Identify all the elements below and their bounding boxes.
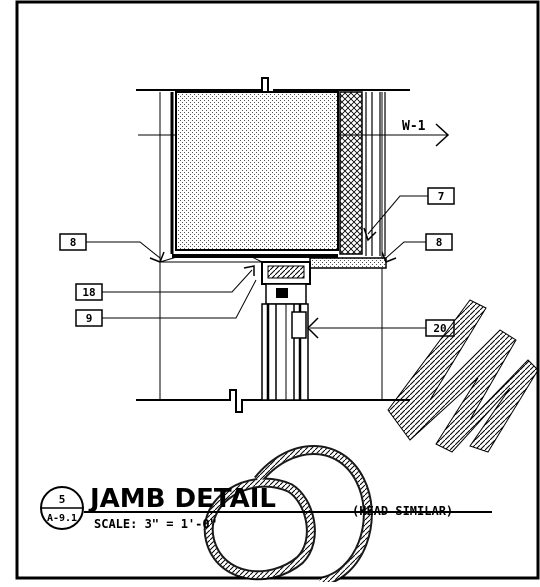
- keynote-8-left: 8: [59, 233, 165, 263]
- masonry-wall: [175, 91, 339, 251]
- wall-type-tag: W-1: [340, 119, 450, 147]
- wall-type-label: W-1: [402, 119, 426, 134]
- bottom-break-line: [136, 389, 410, 413]
- keynote-7: 7: [363, 187, 455, 242]
- keynote-8-right: 8: [381, 233, 453, 263]
- keynote-9-label: 9: [86, 312, 93, 325]
- glazing-stop: [291, 311, 307, 339]
- scale-text: SCALE: 3" = 1'-0": [94, 517, 217, 531]
- keynote-18-label: 18: [82, 286, 95, 299]
- detail-title: JAMB DETAIL: [88, 484, 276, 514]
- flashing: [172, 254, 338, 258]
- window-mullion: [261, 303, 309, 401]
- keynote-18: 18: [75, 265, 255, 301]
- glazing-gasket: [276, 288, 288, 298]
- keynote-20-label: 20: [433, 322, 446, 335]
- sheet-border: [15, 0, 540, 580]
- keynote-8-left-label: 8: [70, 236, 77, 249]
- trim-board: [309, 257, 387, 269]
- detail-title-block: 5 A-9.1 JAMB DETAIL (HEAD SIMILAR) SCALE…: [40, 484, 492, 531]
- keynote-7-label: 7: [438, 190, 445, 203]
- detail-number: 5: [59, 493, 66, 506]
- keynote-9: 9: [75, 279, 257, 327]
- watermark-logo: [203, 299, 539, 587]
- insulation-layer: [339, 91, 363, 255]
- sheet-reference: A-9.1: [47, 513, 77, 524]
- sealant-joint: [159, 255, 263, 263]
- frame-thermal-break: [267, 265, 305, 279]
- keynote-8-right-label: 8: [436, 236, 443, 249]
- keynote-20: 20: [306, 317, 455, 339]
